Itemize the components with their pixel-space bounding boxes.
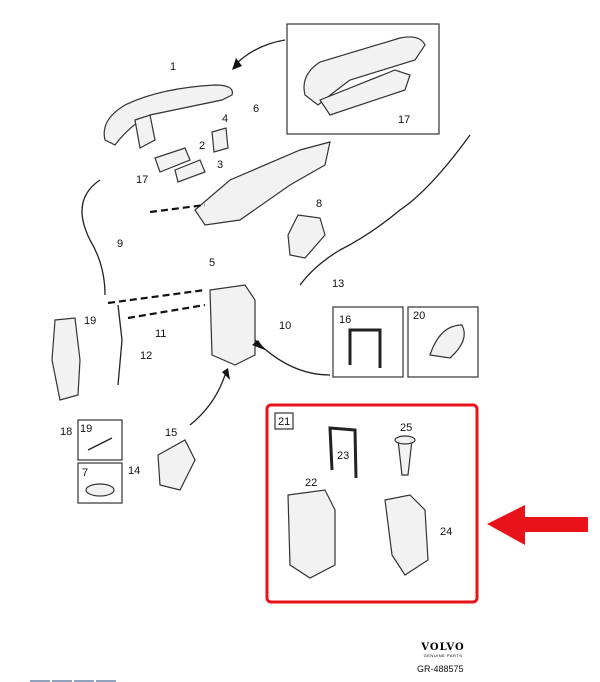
handle-insert <box>134 114 156 149</box>
callout-label: 3 <box>217 159 223 171</box>
callout-label: 17 <box>398 114 410 126</box>
bottom-bar <box>30 680 116 682</box>
rod-12 <box>117 304 123 386</box>
inset-arrowhead <box>232 58 242 70</box>
callout-labels: 1234567891011121314151617171819192021222… <box>60 61 452 538</box>
highlight-box <box>265 403 479 604</box>
callout-label: 19 <box>80 423 92 435</box>
part-8 <box>287 214 326 259</box>
logo-brand: VOLVO <box>421 642 465 653</box>
connection-line <box>127 303 206 320</box>
callout-label: 24 <box>440 526 452 538</box>
callout-label: 1 <box>170 61 176 73</box>
part-3 <box>174 159 206 183</box>
part-4 <box>211 127 229 153</box>
actuator-24 <box>384 494 429 576</box>
part-25 <box>397 439 413 476</box>
door-lock <box>209 284 256 366</box>
callout-label: 19 <box>84 315 96 327</box>
handle-inset-part <box>303 36 426 106</box>
red-pointer-arrow <box>487 505 588 545</box>
part-25-head <box>394 435 416 445</box>
part-21-label-box <box>274 412 294 430</box>
callout-label: 11 <box>155 328 166 340</box>
callout-label: 16 <box>339 314 351 326</box>
lock-arrowhead <box>252 340 265 350</box>
part-2 <box>154 147 191 173</box>
part-20 <box>429 324 465 359</box>
callout-label: 2 <box>199 140 205 152</box>
handle-bracket-inset <box>319 69 411 116</box>
cable-9 <box>81 179 106 296</box>
part-18 <box>51 317 81 401</box>
callout-label: 22 <box>305 477 317 489</box>
callout-label: 10 <box>279 320 291 332</box>
callout-label: 18 <box>60 426 72 438</box>
part-23 <box>328 426 358 479</box>
lock-arrow <box>254 339 331 376</box>
callout-label: 25 <box>400 422 412 434</box>
part-14 <box>157 439 196 491</box>
volvo-logo: VOLVO GENUINE PARTS <box>413 642 473 658</box>
callout-label: 23 <box>337 450 349 462</box>
callout-label: 20 <box>413 310 425 322</box>
callout-label: 13 <box>332 278 344 290</box>
inset-arrow <box>234 39 286 66</box>
connection-line <box>149 203 206 214</box>
cable-13 <box>299 134 471 286</box>
callout-label: 12 <box>140 350 152 362</box>
logo-tagline: GENUINE PARTS <box>423 653 463 658</box>
diagram-reference: GR-488575 <box>417 664 464 674</box>
callout-label: 15 <box>165 427 177 439</box>
callout-label: 4 <box>222 113 228 125</box>
handle-bracket <box>194 141 331 226</box>
lock-22 <box>287 489 336 579</box>
part-14-arrowhead <box>222 368 230 380</box>
part-19 <box>87 437 113 451</box>
part-19-box <box>77 419 123 461</box>
part-16 <box>348 328 382 368</box>
callout-label: 5 <box>209 257 215 269</box>
callout-label: 21 <box>278 416 290 428</box>
part-7 <box>85 483 115 497</box>
callout-label: 17 <box>136 174 148 186</box>
connection-line <box>107 288 206 305</box>
part-14-arrow <box>189 374 226 426</box>
callout-label: 7 <box>82 467 88 479</box>
callout-label: 6 <box>253 103 259 115</box>
callout-label: 8 <box>316 198 322 210</box>
callout-label: 9 <box>117 238 123 250</box>
part-16-box <box>332 306 404 378</box>
callout-label: 14 <box>128 465 140 477</box>
